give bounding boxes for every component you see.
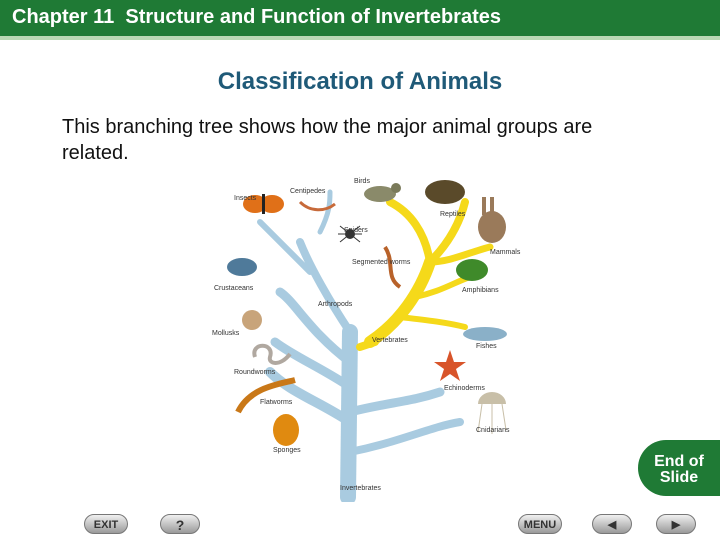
previous-slide-button[interactable]: ◀ bbox=[592, 514, 632, 534]
help-button[interactable]: ? bbox=[160, 514, 200, 534]
label-segmented-worms: Segmented worms bbox=[352, 259, 411, 266]
header-stripe bbox=[0, 36, 720, 40]
end-of-slide-line1: End of bbox=[654, 453, 704, 470]
roundworm-icon bbox=[252, 343, 292, 365]
label-crustaceans: Crustaceans bbox=[214, 285, 254, 292]
animal-branching-tree: Birds Centipedes Insects Reptiles Spider… bbox=[212, 178, 521, 502]
bird-icon bbox=[364, 183, 401, 202]
label-centipedes: Centipedes bbox=[290, 188, 326, 195]
label-amphibians: Amphibians bbox=[462, 287, 499, 294]
centipede-icon bbox=[298, 200, 336, 212]
label-echinoderms: Echinoderms bbox=[444, 385, 485, 392]
chapter-title: Chapter 11 Structure and Function of Inv… bbox=[12, 6, 501, 28]
label-fishes: Fishes bbox=[476, 343, 497, 350]
frog-icon bbox=[456, 259, 488, 281]
slide-body-text: This branching tree shows how the major … bbox=[62, 116, 593, 164]
label-flatworms: Flatworms bbox=[260, 399, 293, 406]
menu-button[interactable]: MENU bbox=[518, 514, 562, 534]
invertebrate-branches bbox=[257, 189, 464, 502]
end-of-slide-line2: Slide bbox=[659, 469, 699, 486]
spider-icon bbox=[338, 225, 362, 243]
next-slide-button[interactable]: ▶ bbox=[656, 514, 696, 534]
label-roundworms: Roundworms bbox=[234, 369, 276, 376]
sponge-icon bbox=[273, 414, 299, 446]
label-mollusks: Mollusks bbox=[212, 330, 240, 337]
crab-icon bbox=[227, 258, 257, 276]
label-insects: Insects bbox=[234, 195, 257, 202]
jellyfish-icon bbox=[477, 392, 507, 434]
exit-button[interactable]: EXIT bbox=[84, 514, 128, 534]
end-of-slide-badge: End of Slide bbox=[638, 440, 720, 496]
label-arthropods: Arthropods bbox=[318, 301, 353, 308]
slide-title: Classification of Animals bbox=[217, 68, 503, 95]
label-invertebrates: Invertebrates bbox=[340, 485, 381, 492]
label-sponges: Sponges bbox=[273, 447, 301, 454]
header-bar: Chapter 11 Structure and Function of Inv… bbox=[0, 0, 720, 36]
butterfly-icon bbox=[243, 194, 284, 214]
segmented-worm-icon bbox=[383, 245, 402, 289]
label-mammals: Mammals bbox=[490, 249, 521, 256]
rabbit-icon bbox=[478, 197, 506, 243]
flatworm-icon bbox=[235, 377, 296, 414]
starfish-icon bbox=[434, 350, 466, 381]
label-spiders: Spiders bbox=[344, 227, 368, 234]
turtle-icon bbox=[425, 180, 465, 204]
label-cnidarians: Cnidarians bbox=[476, 427, 510, 434]
label-reptiles: Reptiles bbox=[440, 211, 466, 218]
label-birds: Birds bbox=[354, 178, 370, 185]
fish-icon bbox=[463, 327, 507, 341]
snail-icon bbox=[242, 310, 262, 330]
label-vertebrates: Vertebrates bbox=[372, 337, 408, 344]
